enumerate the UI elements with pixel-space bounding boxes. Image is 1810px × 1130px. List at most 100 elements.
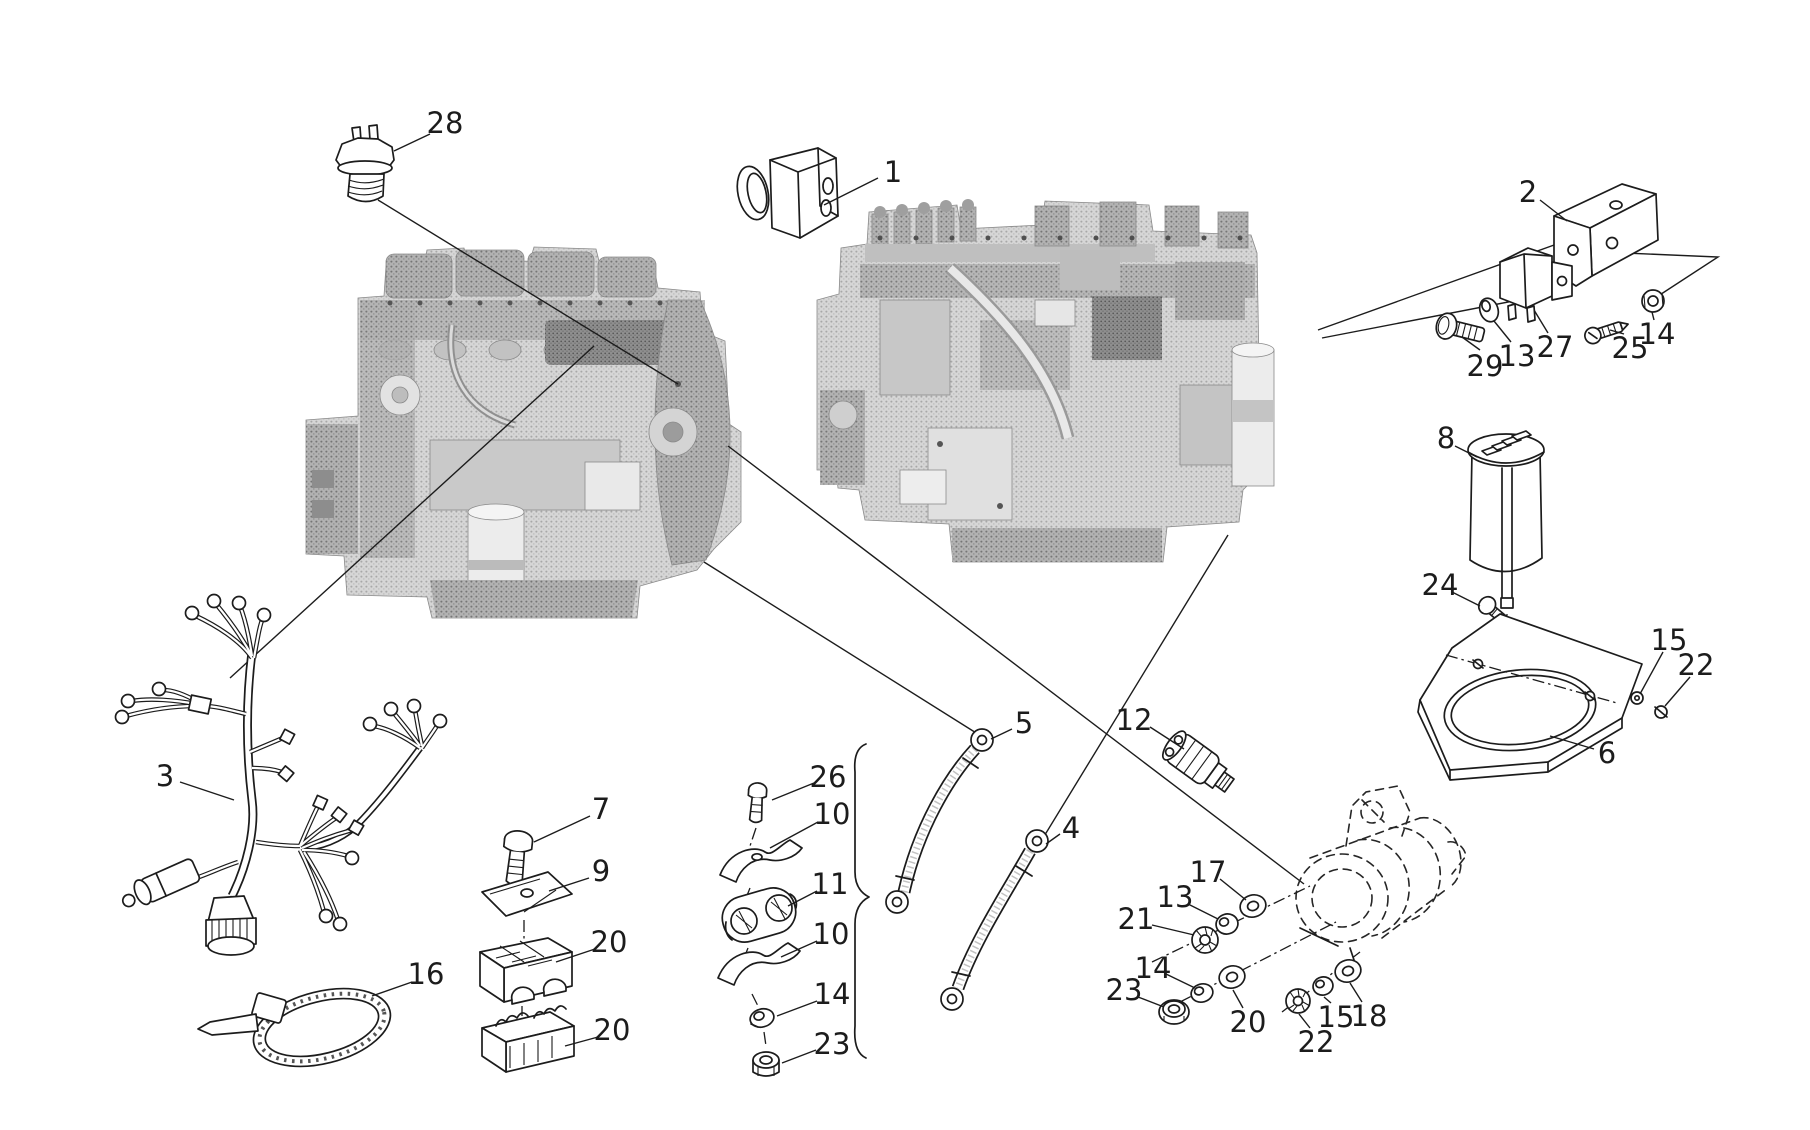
callout-leader-29 — [1461, 336, 1481, 351]
callout-leader-7 — [533, 815, 591, 843]
clamp-saddle-10-upper — [719, 839, 803, 883]
washer-17 — [1239, 893, 1267, 919]
callout-label-22-34: 22 — [1298, 1025, 1335, 1059]
callout-label-14-23: 14 — [814, 977, 851, 1011]
clamp-half-20-upper — [479, 937, 573, 1005]
callout-leader-14 — [776, 1000, 818, 1017]
washer-22-right — [1654, 705, 1668, 719]
harness-ring-terminals — [114, 593, 448, 932]
callout-label-25-6: 25 — [1612, 331, 1649, 365]
callout-label-17-28: 17 — [1190, 855, 1227, 889]
callout-label-4-26: 4 — [1062, 811, 1080, 845]
callout-leader-14 — [1651, 311, 1655, 321]
cable-tie-16 — [197, 987, 392, 1068]
nut-23-center — [752, 1051, 780, 1077]
callout-leader-20 — [1232, 989, 1244, 1009]
callout-label-29-3: 29 — [1467, 349, 1504, 383]
callout-label-7-15: 7 — [592, 792, 610, 826]
callout-leader-24 — [1451, 591, 1481, 607]
callout-label-14-31: 14 — [1135, 951, 1172, 985]
washer-13-upper — [1478, 297, 1500, 323]
callout-label-28-0: 28 — [427, 106, 464, 140]
callout-leader-6 — [1549, 735, 1595, 750]
centerline-26-10 — [749, 827, 757, 847]
callout-label-15-35: 15 — [1318, 1000, 1355, 1034]
callout-label-14-7: 14 — [1639, 317, 1676, 351]
clamp-plate-9 — [481, 871, 573, 917]
bracket-6-screw-marks — [1472, 658, 1596, 702]
bolt-29 — [1435, 312, 1486, 343]
relay-27 — [1499, 247, 1573, 323]
callout-label-21-30: 21 — [1118, 902, 1155, 936]
washer-20-lower — [1218, 964, 1246, 990]
callout-label-6-12: 6 — [1598, 736, 1616, 770]
callout-leader-23 — [1137, 996, 1165, 1008]
harness-side-connector — [121, 858, 201, 908]
lock-washer-22-lower — [1285, 988, 1311, 1014]
callout-leader-17 — [1219, 878, 1247, 901]
nut-23-lower — [1158, 999, 1190, 1025]
harness-main-connector — [205, 895, 257, 956]
clamp-saddle-10-lower — [717, 942, 801, 986]
callout-leader-4 — [1045, 833, 1061, 845]
callout-label-1-1: 1 — [884, 155, 902, 189]
bolt-26 — [747, 782, 768, 824]
ground-strap-5 — [885, 728, 994, 914]
centerline-14-23 — [763, 1031, 767, 1047]
canister-8 — [1467, 430, 1545, 609]
callout-label-13-29: 13 — [1157, 880, 1194, 914]
centerline-10-14 — [751, 993, 759, 1007]
callout-leader-20 — [555, 948, 596, 963]
callout-leader-26 — [771, 782, 815, 801]
temperature-switch-28 — [335, 124, 395, 203]
washer-13-lower — [1215, 913, 1239, 935]
callout-leader-15 — [1639, 651, 1664, 695]
washer-15-right — [1630, 691, 1644, 705]
callout-leader-20 — [564, 1036, 599, 1047]
sensor-12 — [1161, 730, 1235, 793]
callout-leader-15 — [1323, 996, 1332, 1004]
washer-14-center — [749, 1007, 775, 1029]
callout-leader-10 — [769, 821, 819, 849]
callout-label-16-14: 16 — [408, 957, 445, 991]
callout-label-23-24: 23 — [814, 1027, 851, 1061]
bracket-2 — [1553, 183, 1659, 287]
washer-14-lower — [1190, 982, 1214, 1004]
callout-leader-10 — [780, 940, 818, 958]
callout-label-10-22: 10 — [813, 917, 850, 951]
callout-leader-16 — [371, 981, 413, 997]
callout-leader-13 — [1187, 903, 1219, 920]
callout-label-18-36: 18 — [1351, 999, 1388, 1033]
callout-label-12-27: 12 — [1116, 703, 1153, 737]
callout-leader-27 — [1533, 309, 1549, 334]
callout-leader-13 — [1493, 320, 1512, 343]
callout-label-5-25: 5 — [1015, 706, 1033, 740]
lock-washer-21 — [1191, 926, 1219, 954]
callout-label-15-10: 15 — [1651, 623, 1688, 657]
callout-label-20-33: 20 — [1230, 1005, 1267, 1039]
callout-leader-8 — [1454, 445, 1478, 458]
assembly-leader-lines — [229, 199, 1721, 885]
screw-25 — [1584, 321, 1629, 345]
callout-leader-2 — [1539, 199, 1568, 222]
bolt-7 — [502, 830, 534, 886]
grommet-11 — [721, 887, 798, 943]
callout-label-22-11: 22 — [1678, 648, 1715, 682]
callout-label-11-21: 11 — [812, 867, 849, 901]
callout-leader-22 — [1664, 676, 1691, 707]
callout-label-26-19: 26 — [810, 760, 847, 794]
callout-leader-23 — [781, 1049, 817, 1064]
callout-label-20-18: 20 — [594, 1013, 631, 1047]
callout-label-8-8: 8 — [1437, 421, 1455, 455]
callout-leader-1 — [823, 177, 879, 206]
callout-label-13-4: 13 — [1499, 339, 1536, 373]
callout-label-9-16: 9 — [592, 854, 610, 888]
callout-label-27-5: 27 — [1537, 330, 1574, 364]
callout-label-3-13: 3 — [156, 759, 174, 793]
callout-label-24-9: 24 — [1422, 568, 1459, 602]
relay-1 — [736, 147, 839, 239]
washer-15-lower — [1312, 976, 1334, 996]
